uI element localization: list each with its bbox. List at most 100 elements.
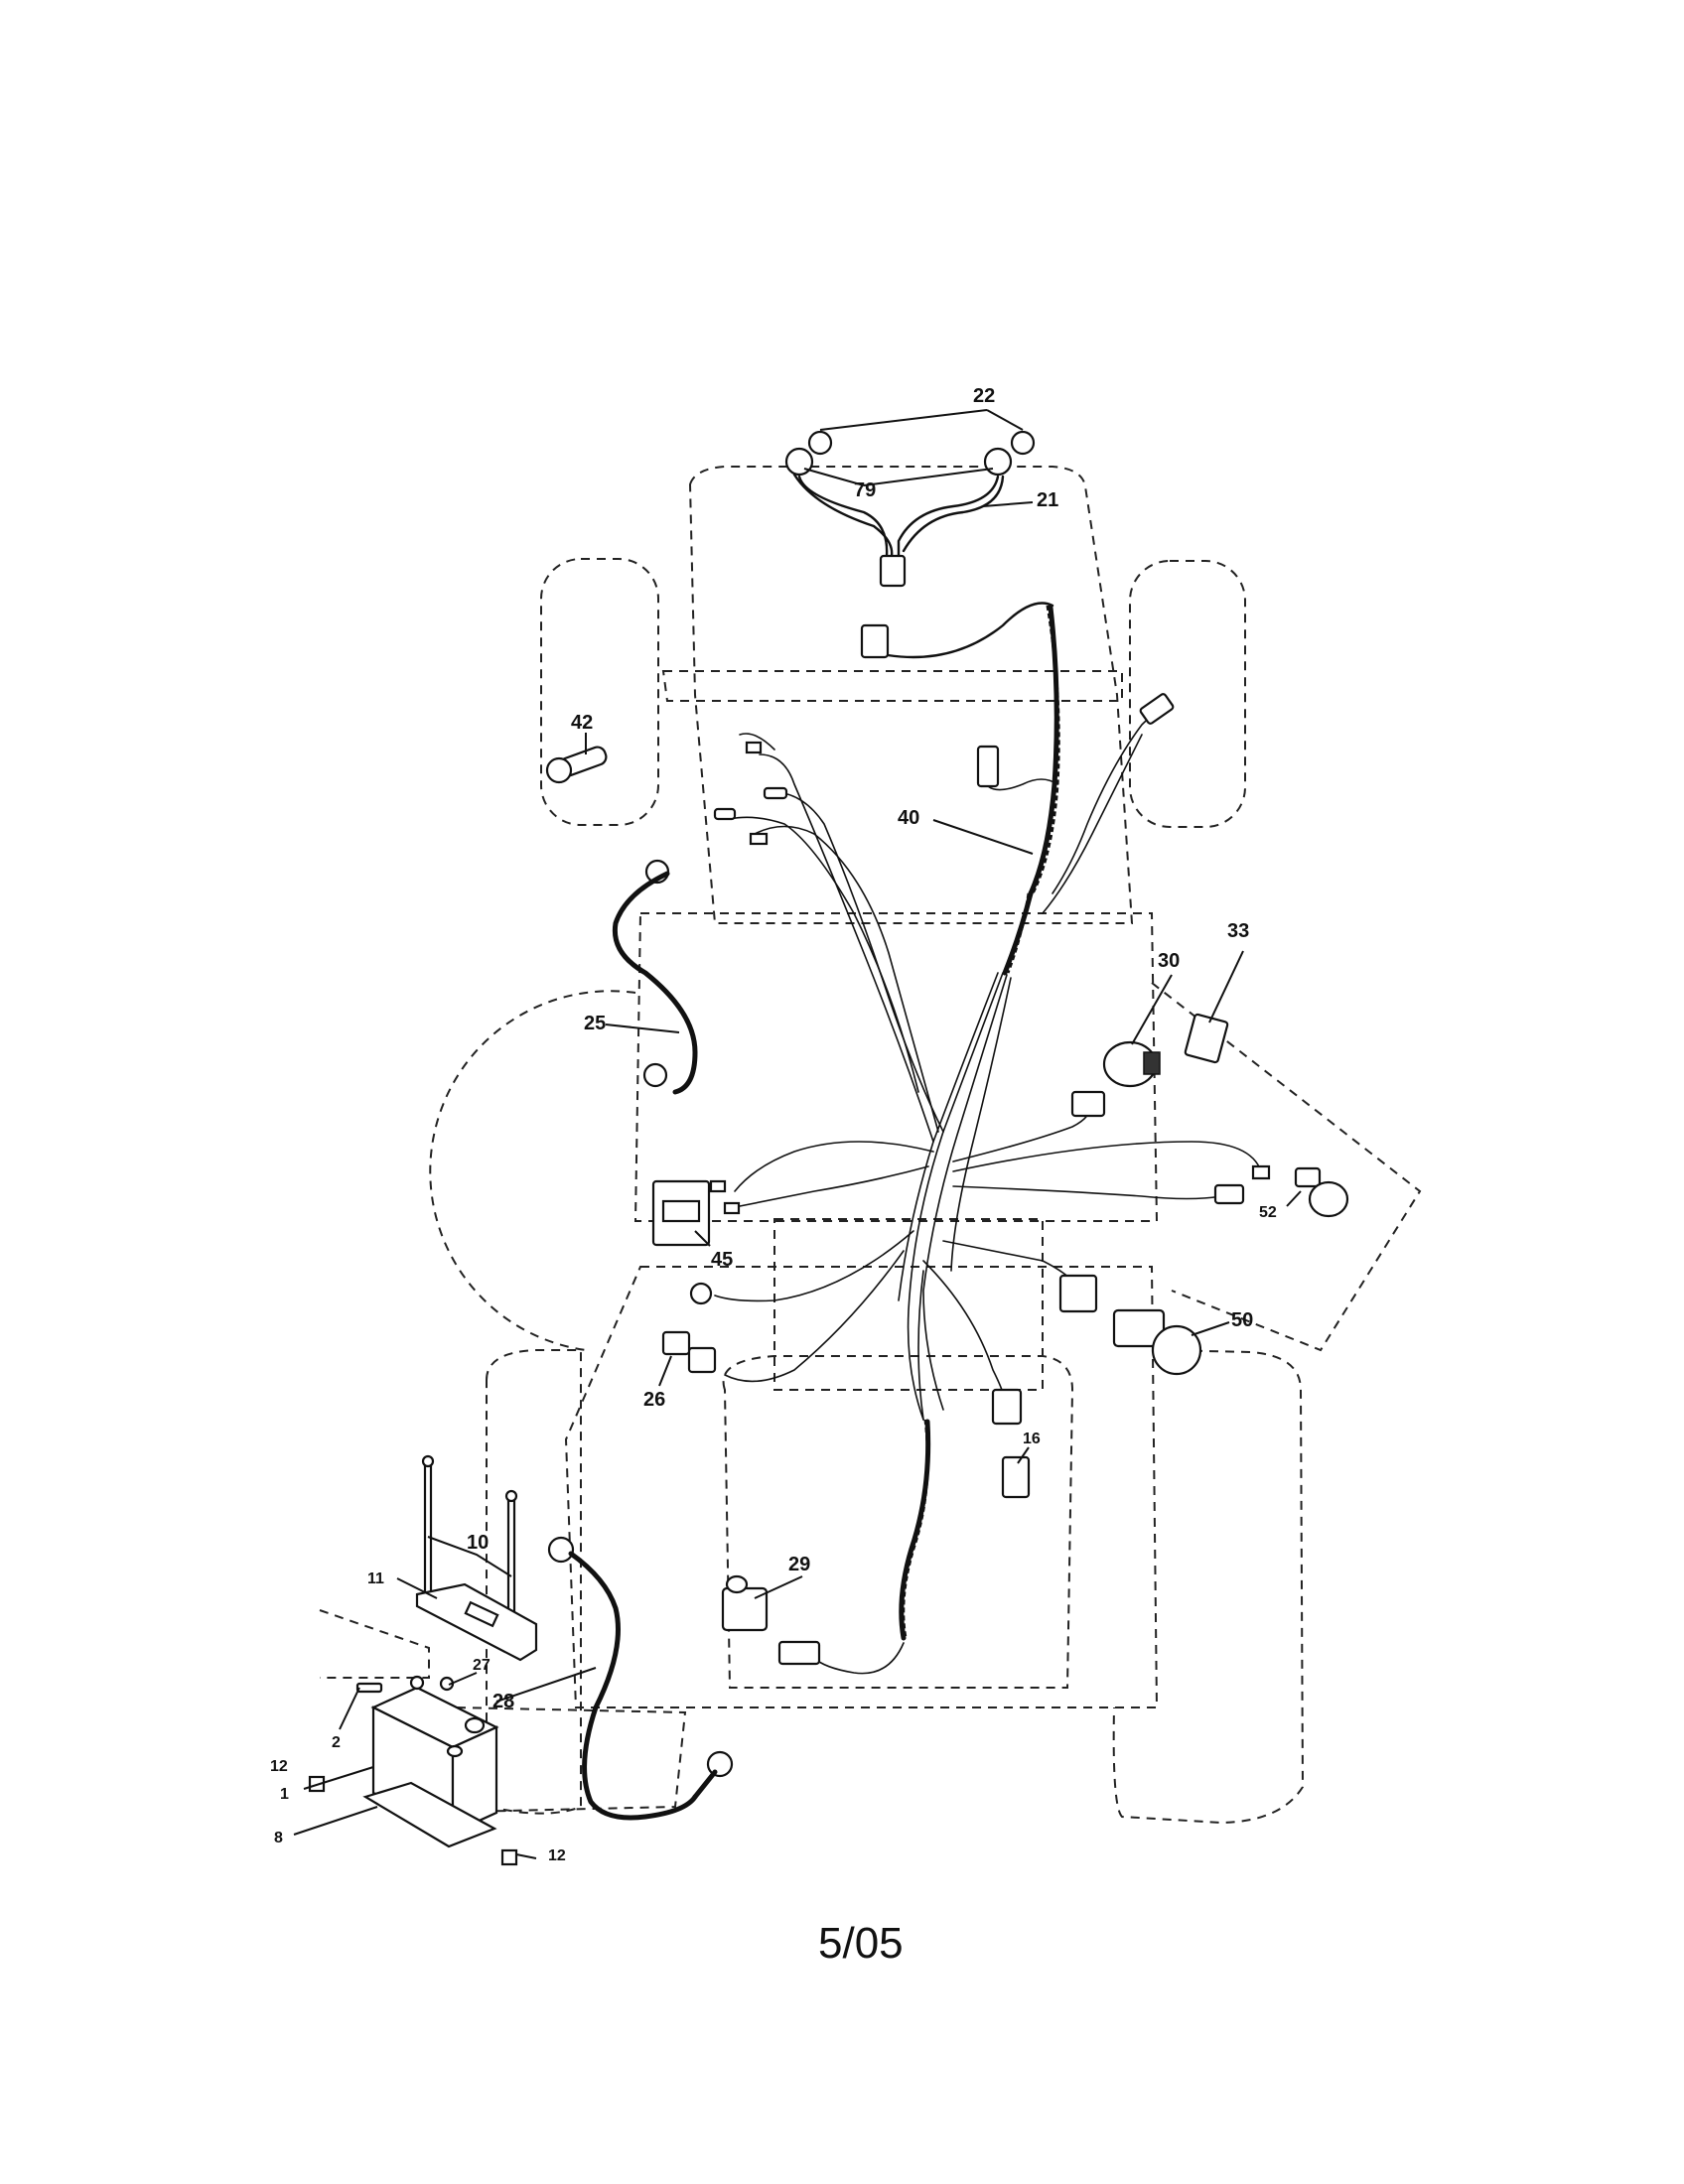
- leader-22: [819, 409, 1024, 431]
- callout-50: 50: [1231, 1309, 1253, 1331]
- headlight-plug: [860, 623, 890, 659]
- callout-12-left: 12: [270, 1758, 288, 1775]
- harness-right-connector: [1139, 693, 1175, 725]
- leader-lines: [293, 409, 1302, 1859]
- main-wire-harness: [687, 602, 1271, 1675]
- holddown-bracket-slot: [464, 1600, 499, 1628]
- leader-50: [1191, 1321, 1230, 1336]
- callout-28: 28: [492, 1691, 514, 1712]
- callout-labels: 22 79 21 42 40 33 30 25 45 52 50 26 16 1…: [270, 385, 1277, 1864]
- leader-45: [694, 1230, 711, 1247]
- battery-cable-28-wire: [568, 1551, 698, 1821]
- headlight-socket-right: [983, 447, 1013, 477]
- leader-25: [605, 1024, 680, 1033]
- seat-outline: [773, 1218, 1044, 1391]
- harness-bundle-wire: [922, 974, 1008, 1411]
- leader-10: [427, 1536, 512, 1577]
- fuse-26: [661, 1330, 691, 1356]
- harness-conduit-mid-core: [1002, 890, 1034, 976]
- battery-terminal-negative: [446, 1744, 464, 1758]
- headlight-assembly: [784, 430, 1036, 659]
- lamp-52: [1294, 1166, 1349, 1218]
- seat-pan-outline: [722, 1355, 1074, 1689]
- harness-left-branch: [739, 733, 775, 751]
- harness-conduit-lower-core: [899, 1419, 931, 1641]
- front-crossbar: [661, 670, 1123, 702]
- callout-22: 22: [973, 385, 995, 407]
- headlight-harness-wire-2: [797, 475, 1005, 558]
- callout-52: 52: [1259, 1204, 1277, 1221]
- harness-branch-solenoid: [917, 1270, 924, 1421]
- callout-2: 2: [332, 1734, 341, 1751]
- leader-27: [448, 1672, 478, 1686]
- rear-bumper-outline: [456, 1706, 687, 1813]
- relay-33: [1184, 1013, 1229, 1064]
- headlight-bulb-left: [807, 430, 833, 456]
- leader-16: [1017, 1446, 1030, 1464]
- battery-tray-outline: [319, 1609, 430, 1679]
- harness-branch-fuse: [724, 1250, 905, 1383]
- callout-29: 29: [788, 1554, 810, 1575]
- hood-outline: [688, 466, 1134, 924]
- leader-33: [1208, 950, 1244, 1024]
- front-right-wheel: [1129, 560, 1246, 828]
- relay-33-body: [1184, 1013, 1229, 1064]
- holddown-rod-right: [506, 1495, 516, 1614]
- footer-date-code: 5/05: [818, 1919, 904, 1968]
- harness-branch-seat: [952, 1141, 1262, 1172]
- harness-terminal-b: [763, 786, 788, 800]
- headlight-harness-wire: [792, 473, 1000, 558]
- leader-52: [1286, 1190, 1302, 1207]
- harness-branch-ground: [714, 1230, 914, 1302]
- part-42-cap: [545, 756, 573, 784]
- harness-bundle-wire: [898, 972, 999, 1301]
- battery-1-side: [451, 1725, 498, 1835]
- tractor-outline: [319, 466, 1422, 1825]
- callout-11: 11: [367, 1570, 384, 1587]
- callout-16: 16: [1023, 1431, 1041, 1447]
- headlight-bulb-right: [1010, 430, 1036, 456]
- battery-terminal-positive: [464, 1716, 486, 1734]
- holddown-rod-right-end: [504, 1489, 518, 1503]
- harness-branch-plug-16: [922, 1260, 1006, 1401]
- leader-28: [495, 1667, 597, 1703]
- leader-21: [982, 501, 1034, 507]
- battery-screw-2: [355, 1682, 383, 1694]
- fuse-26-body: [661, 1330, 691, 1356]
- lamp-52-socket: [1294, 1166, 1322, 1188]
- lamp-52-bulb: [1308, 1180, 1349, 1218]
- ground-cable-25-wire: [612, 871, 698, 1095]
- dash-panel-outline: [633, 912, 1159, 1222]
- harness-switch-plug: [976, 745, 1000, 788]
- harness-plug-c: [1058, 1274, 1098, 1313]
- hour-meter-window: [661, 1199, 701, 1223]
- battery-1: [355, 1675, 499, 1835]
- battery-holddown: [415, 1454, 538, 1662]
- harness-terminal-c: [713, 807, 737, 821]
- battery-tray-8: [362, 1781, 497, 1848]
- part-42: [545, 746, 608, 784]
- holddown-rod-left: [423, 1459, 433, 1602]
- callout-10: 10: [467, 1532, 489, 1554]
- rear-left-wheel: [486, 1349, 582, 1815]
- harness-left-branch: [759, 753, 934, 1143]
- harness-solenoid-lead: [813, 1642, 905, 1675]
- harness-ground-ring: [689, 1282, 713, 1305]
- callout-33: 33: [1227, 920, 1249, 942]
- holddown-rod-left-end: [421, 1454, 435, 1468]
- ground-cable-25: [612, 859, 698, 1095]
- battery-cable-28: [547, 1536, 734, 1821]
- harness-plug-16: [991, 1388, 1023, 1426]
- leader-11: [396, 1577, 438, 1599]
- ignition-switch-terminals: [1143, 1051, 1161, 1075]
- leader-79: [803, 468, 994, 486]
- battery-cable-28-wire-end: [692, 1769, 718, 1800]
- leader-40: [932, 819, 1034, 855]
- harness-left-branch: [729, 816, 919, 1093]
- battery-tray-8-body: [362, 1781, 497, 1848]
- callout-45: 45: [711, 1249, 733, 1271]
- switch-50-knob: [1151, 1324, 1202, 1376]
- harness-right-branch: [1052, 712, 1158, 894]
- harness-right-branch: [1042, 734, 1143, 914]
